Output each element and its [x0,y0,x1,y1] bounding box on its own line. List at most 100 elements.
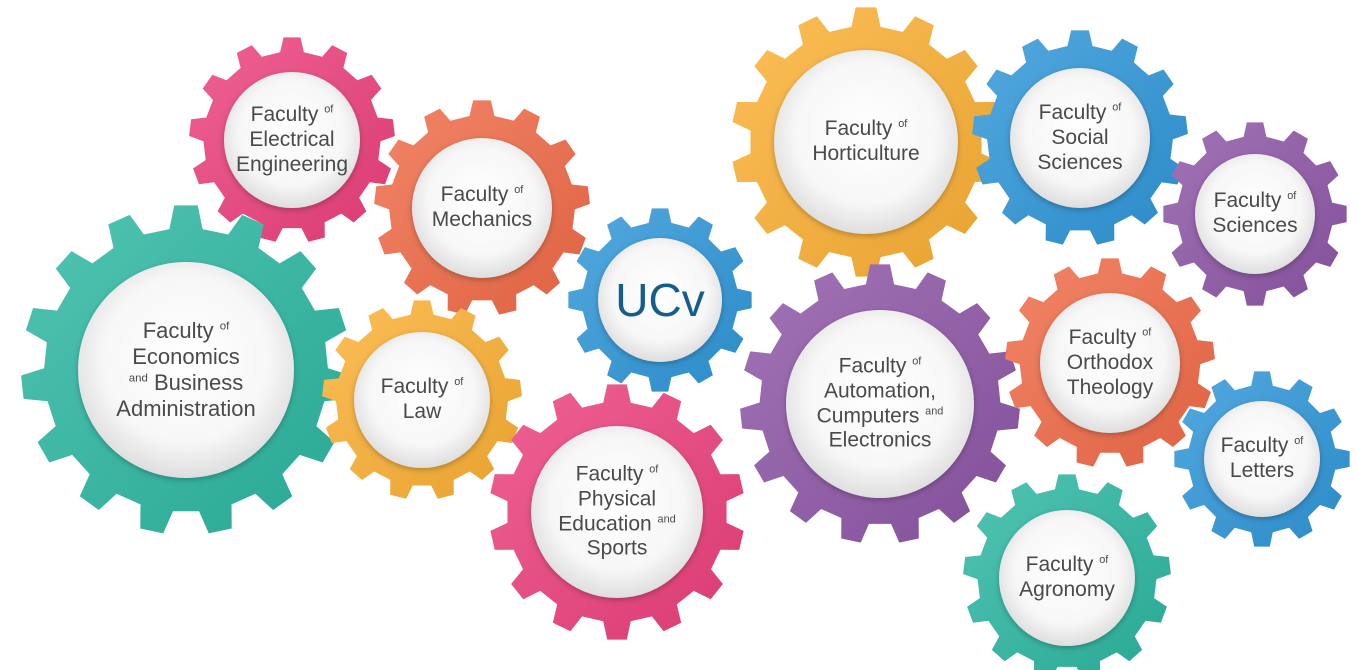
label-connector: of [514,184,524,197]
label-line: Electrical [236,128,348,153]
label-line: Orthodox [1067,351,1153,376]
gear-electrical-engineering [189,37,395,242]
gear-hub [1195,154,1315,274]
label-word: Electrical [249,127,335,151]
gear-sciences [1163,122,1347,306]
label-line: Faculty of [1067,326,1153,351]
label-connector: of [1112,101,1122,114]
label-line: Faculty of [817,354,944,379]
label-word: Social [1051,125,1109,149]
gear-horticulture [732,7,1000,277]
label-word: Business [153,370,244,395]
gear-center [568,208,752,392]
label-word: Law [402,400,442,423]
label-word: Sports [586,536,648,560]
label-line: Faculty of [381,375,464,400]
label-line: Physical [558,487,675,512]
label-word: Faculty [1025,553,1094,577]
label-line: Faculty of [116,318,255,344]
label-word: Faculty [250,102,319,126]
label-line: Faculty of [1037,101,1122,126]
label-word: Faculty [824,117,893,141]
gear-hub [774,50,958,234]
label-line: Social [1037,126,1122,151]
label-word: Sciences [1037,150,1123,174]
label-connector: of [649,463,659,476]
label-line: Letters [1221,459,1304,484]
gear-hub [1040,293,1180,433]
label-word: Education [558,512,652,535]
label-word: Theology [1066,375,1154,399]
label-line: Sports [558,537,675,562]
gear-hub [1010,68,1150,208]
label-line: Faculty of [236,103,348,128]
gear-mechanics [374,100,590,315]
gear-hub [412,138,552,278]
gear-automation [740,264,1020,543]
label-word: Faculty [1220,434,1289,458]
label-line: Sciences [1212,214,1297,239]
label-connector: of [1294,435,1304,448]
label-connector: of [1142,326,1152,339]
gear-letters [1174,371,1350,547]
label-word: Horticulture [812,142,920,165]
gear-hub [78,262,294,478]
label-line: Cumputers and [817,404,944,429]
label-word: Faculty [440,183,509,207]
label-line: Automation, [817,379,944,404]
label-line: Law [381,400,464,425]
label-line: Agronomy [1019,578,1115,603]
label-line: Theology [1067,375,1153,400]
gear-hub [1204,401,1320,517]
label-word: Engineering [235,152,349,176]
label-word: Faculty [838,354,907,378]
gear-agronomy [963,474,1171,670]
label-line: Faculty of [1221,434,1304,459]
label-connector: of [219,320,230,333]
label-word: Orthodox [1066,350,1154,374]
label-line: Engineering [236,152,348,177]
label-word: Economics [132,344,240,370]
label-word: Faculty [1038,100,1107,124]
label-line: Education and [558,512,675,537]
gear-hub [354,332,490,468]
gear-physical-education [490,384,744,640]
gear-hub [786,310,974,498]
label-line: Faculty of [558,462,675,487]
label-word: Letters [1229,459,1295,482]
gear-hub [224,72,360,208]
label-line: Faculty of [812,117,919,142]
gear-orthodox-theology [1005,258,1215,467]
gear-economics-business [21,205,351,534]
gear-law [322,300,522,499]
label-connector: of [1099,554,1109,567]
label-line: Faculty of [1019,553,1115,578]
label-word: Mechanics [431,208,533,231]
label-connector: of [324,103,334,116]
gear-hub [999,510,1135,646]
label-connector: of [898,118,908,131]
label-word: Automation, [823,379,937,403]
center-label-ucv: UCv [615,273,705,326]
label-word: Faculty [1068,325,1137,349]
label-word: Physical [577,487,657,511]
label-connector: and [925,404,944,417]
label-word: Agronomy [1019,578,1115,601]
label-line: Economics [116,344,255,370]
label-word: Cumputers [816,404,920,427]
label-line: and Business [116,370,255,396]
label-line: Electronics [817,429,944,454]
gear-social-sciences [972,30,1188,245]
label-word: Sciences [1212,214,1298,237]
label-line: Administration [116,396,255,422]
